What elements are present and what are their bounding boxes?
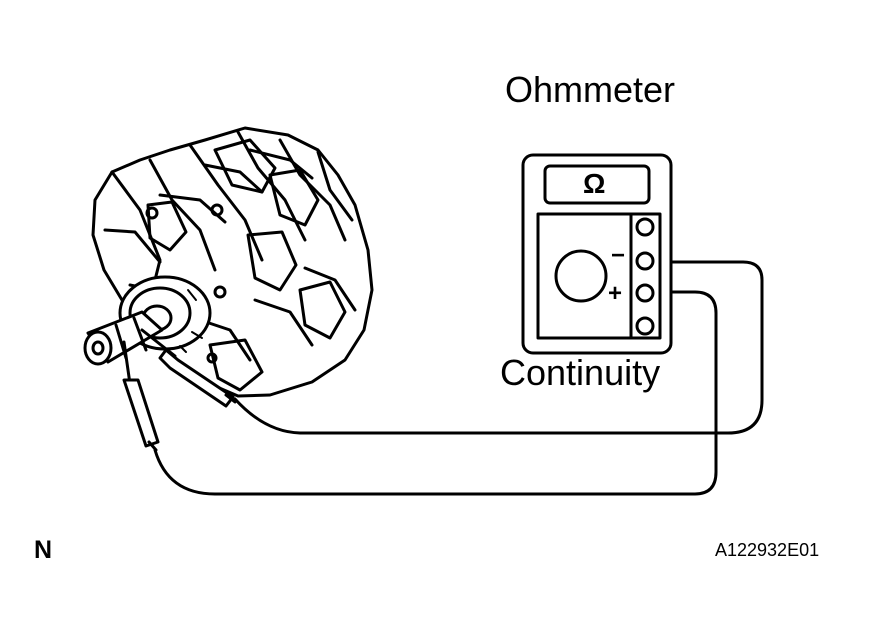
corner-mark: N	[34, 536, 53, 564]
lead-negative	[233, 260, 764, 435]
negative-terminal-label: −	[611, 242, 626, 269]
figure-id: A122932E01	[715, 540, 820, 560]
ohmmeter-title: Ohmmeter	[505, 69, 676, 110]
positive-terminal-label: +	[608, 280, 623, 307]
mode-label: Continuity	[500, 352, 661, 393]
test-probe-positive	[122, 340, 160, 452]
test-probe-negative	[140, 328, 237, 408]
ohm-symbol: Ω	[583, 168, 606, 199]
lead-positive	[153, 290, 718, 496]
ohmmeter	[521, 153, 673, 355]
alternator-rotor	[83, 126, 374, 398]
